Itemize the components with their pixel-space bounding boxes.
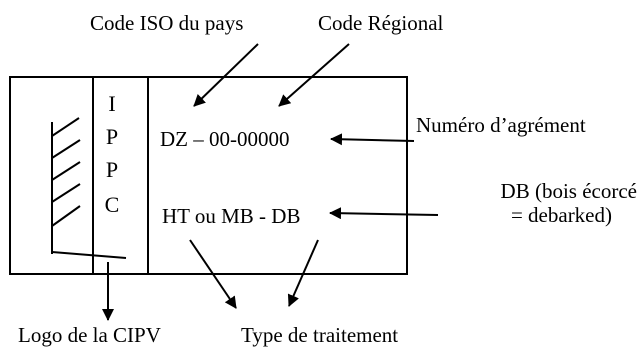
ippc-letter-p2: P	[106, 157, 118, 182]
arrow-regional-code	[278, 43, 350, 107]
arrow-treatment-type-left	[189, 239, 237, 309]
stamp-treatment-line: HT ou MB - DB	[162, 204, 300, 228]
arrow-approval-number	[330, 133, 415, 146]
ippc-letter-i: I	[108, 91, 115, 116]
label-iso-code: Code ISO du pays	[90, 11, 243, 35]
stamp-code-line: DZ – 00-00000	[160, 127, 290, 151]
label-treatment-type: Type de traitement	[241, 323, 398, 347]
label-debarked-line2: = debarked)	[511, 203, 612, 227]
stamp-frame	[9, 76, 408, 275]
arrow-iso-code	[193, 43, 259, 107]
label-regional-code: Code Régional	[318, 11, 444, 35]
wheat-ear-logo	[51, 117, 127, 259]
label-debarked-line1: DB (bois écorcé	[501, 179, 637, 203]
arrow-treatment-type-right	[287, 239, 319, 307]
arrow-debarked	[329, 207, 439, 220]
label-approval-number: Numéro d’agrément	[416, 113, 586, 137]
ippc-letter-c: C	[105, 192, 120, 217]
ippc-letter-p1: P	[106, 124, 118, 149]
label-ippc-logo: Logo de la CIPV	[18, 323, 161, 347]
